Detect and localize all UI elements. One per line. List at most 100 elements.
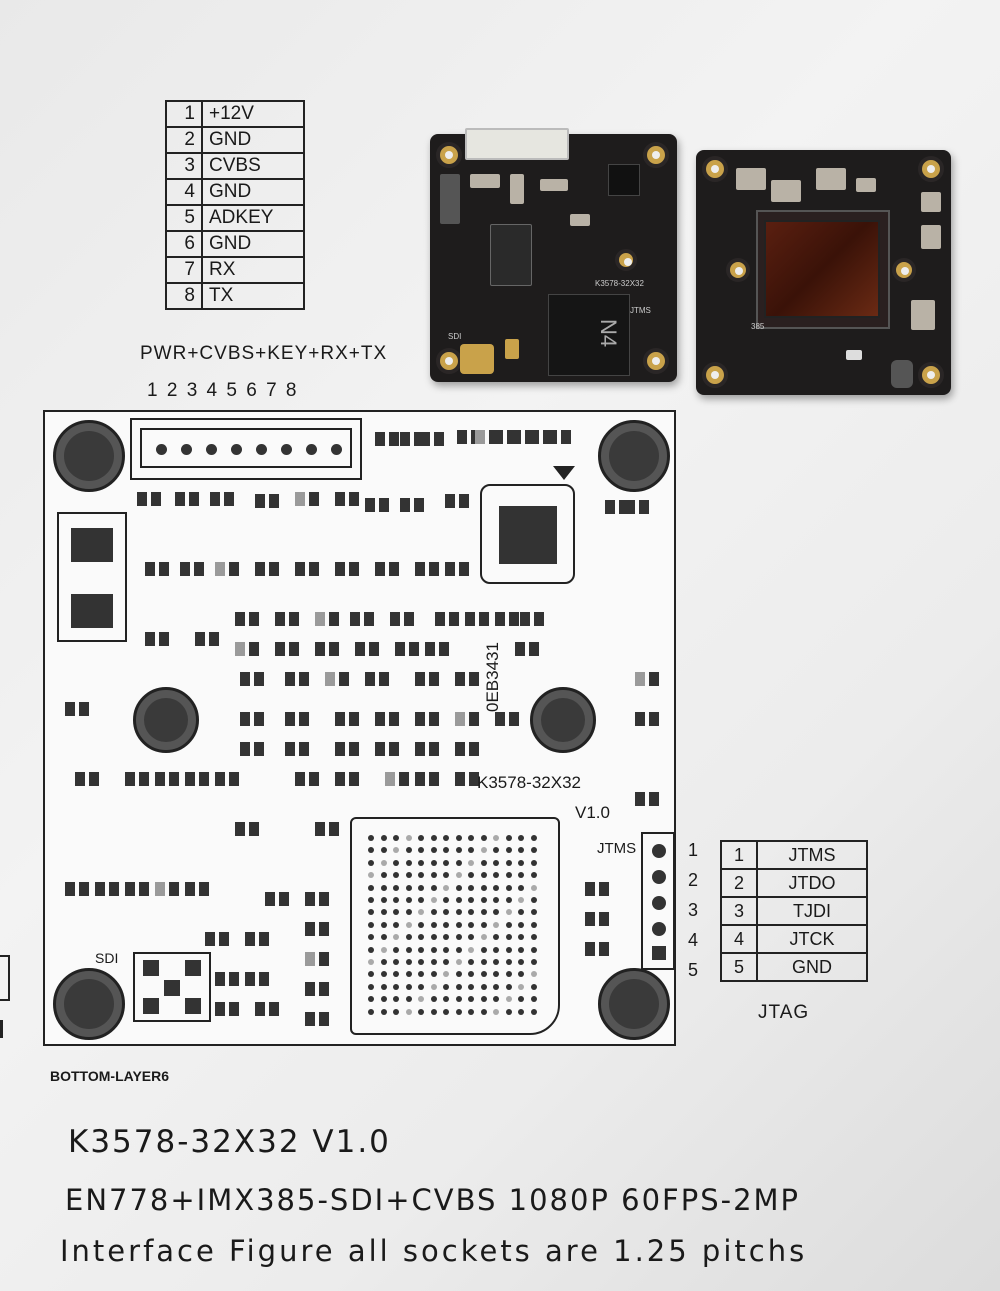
- chip-code-label: 0EB3431: [483, 642, 502, 712]
- smd-pad: [299, 672, 309, 686]
- smd-pad: [229, 772, 239, 786]
- bga-ball: [493, 1008, 499, 1015]
- bga-ball: [518, 1008, 524, 1015]
- bga-ball: [393, 983, 399, 990]
- smd-pad: [65, 702, 75, 716]
- bga-ball: [430, 959, 437, 965]
- bga-ball: [393, 909, 399, 916]
- bga-ball: [393, 921, 399, 928]
- power-pinout-caption: PWR+CVBS+KEY+RX+TX: [140, 343, 388, 364]
- smd-pad: [649, 712, 659, 726]
- bga-ball: [368, 946, 374, 953]
- power-pin-row: 1+12V: [165, 100, 305, 128]
- smd-pad: [429, 772, 439, 786]
- bga-ball: [530, 959, 537, 965]
- smd-pad: [259, 972, 269, 986]
- bga-ball: [380, 859, 387, 866]
- smd-pad: [245, 972, 255, 986]
- pin-signal: CVBS: [201, 152, 305, 180]
- smd-pad: [429, 712, 439, 726]
- bga-ball: [455, 946, 462, 953]
- smd-pad: [210, 492, 220, 506]
- connector-pin: [256, 444, 267, 455]
- bga-ball: [430, 909, 437, 916]
- bga-ball: [443, 872, 449, 879]
- smd-pad: [215, 972, 225, 986]
- smd-pad: [205, 932, 215, 946]
- smd-pad: [194, 562, 204, 576]
- smd-pad: [455, 672, 465, 686]
- smd-pad: [289, 612, 299, 626]
- pin-number: 1: [165, 100, 203, 128]
- bga-ball: [468, 872, 474, 879]
- bga-ball: [518, 971, 524, 978]
- bga-ball: [393, 835, 399, 841]
- bga-ball: [505, 909, 512, 916]
- bga-ball: [430, 847, 437, 854]
- bga-ball: [393, 946, 399, 953]
- smd-pad: [189, 492, 199, 506]
- smd-pad: [599, 942, 609, 956]
- bga-ball: [530, 872, 537, 879]
- smd-pad: [415, 772, 425, 786]
- bga-ball: [418, 959, 424, 965]
- pin-signal: RX: [201, 256, 305, 284]
- smd-pad: [469, 712, 479, 726]
- bga-ball: [505, 934, 512, 941]
- jtag-connector: [641, 832, 675, 970]
- bga-ball: [430, 946, 437, 953]
- smd-pad: [534, 612, 544, 626]
- smd-pad: [414, 498, 424, 512]
- smd-pad: [305, 1012, 315, 1026]
- bga-ball: [480, 1008, 487, 1015]
- smd-pad: [375, 432, 385, 446]
- smd-pad: [349, 772, 359, 786]
- bga-ball: [505, 835, 512, 841]
- smd-pad: [180, 562, 190, 576]
- smd-pad: [279, 892, 289, 906]
- smd-pad: [435, 612, 445, 626]
- bga-ball: [380, 847, 387, 854]
- smd-pad: [295, 492, 305, 506]
- smd-pad: [409, 642, 419, 656]
- bga-ball: [505, 897, 512, 903]
- bga-ball: [418, 835, 424, 841]
- bga-ball: [455, 971, 462, 978]
- smd-pad: [475, 430, 485, 444]
- smd-pad: [249, 822, 259, 836]
- smd-pad: [335, 712, 345, 726]
- bga-ball: [430, 983, 437, 990]
- bga-ball: [368, 859, 374, 866]
- bga-ball: [430, 835, 437, 841]
- bottom-layer-label: BOTTOM-LAYER6: [50, 1068, 170, 1084]
- smd-pad: [404, 612, 414, 626]
- photo-image-sensor: [756, 210, 890, 329]
- smd-pad: [365, 672, 375, 686]
- smd-pad: [295, 772, 305, 786]
- bga-ball: [455, 996, 462, 1003]
- smd-pad: [235, 612, 245, 626]
- smd-pad: [400, 498, 410, 512]
- smd-pad: [449, 612, 459, 626]
- bga-ball: [468, 859, 474, 866]
- bga-ball: [480, 909, 487, 916]
- bga-ball: [480, 934, 487, 941]
- bga-ball: [443, 921, 449, 928]
- smd-pad: [109, 882, 119, 896]
- smd-pad: [385, 772, 395, 786]
- bga-ball: [380, 996, 387, 1003]
- bga-ball: [430, 859, 437, 866]
- smd-pad: [319, 922, 329, 936]
- smd-pad: [415, 672, 425, 686]
- smd-pad: [585, 912, 595, 926]
- smd-pad: [319, 1012, 329, 1026]
- smd-pad: [299, 712, 309, 726]
- smd-pad: [509, 612, 519, 626]
- smd-pad: [375, 562, 385, 576]
- edge-mark: [0, 955, 10, 1001]
- bga-ball: [518, 959, 524, 965]
- bga-ball: [468, 909, 474, 916]
- smd-pad: [137, 492, 147, 506]
- smd-pad: [561, 430, 571, 444]
